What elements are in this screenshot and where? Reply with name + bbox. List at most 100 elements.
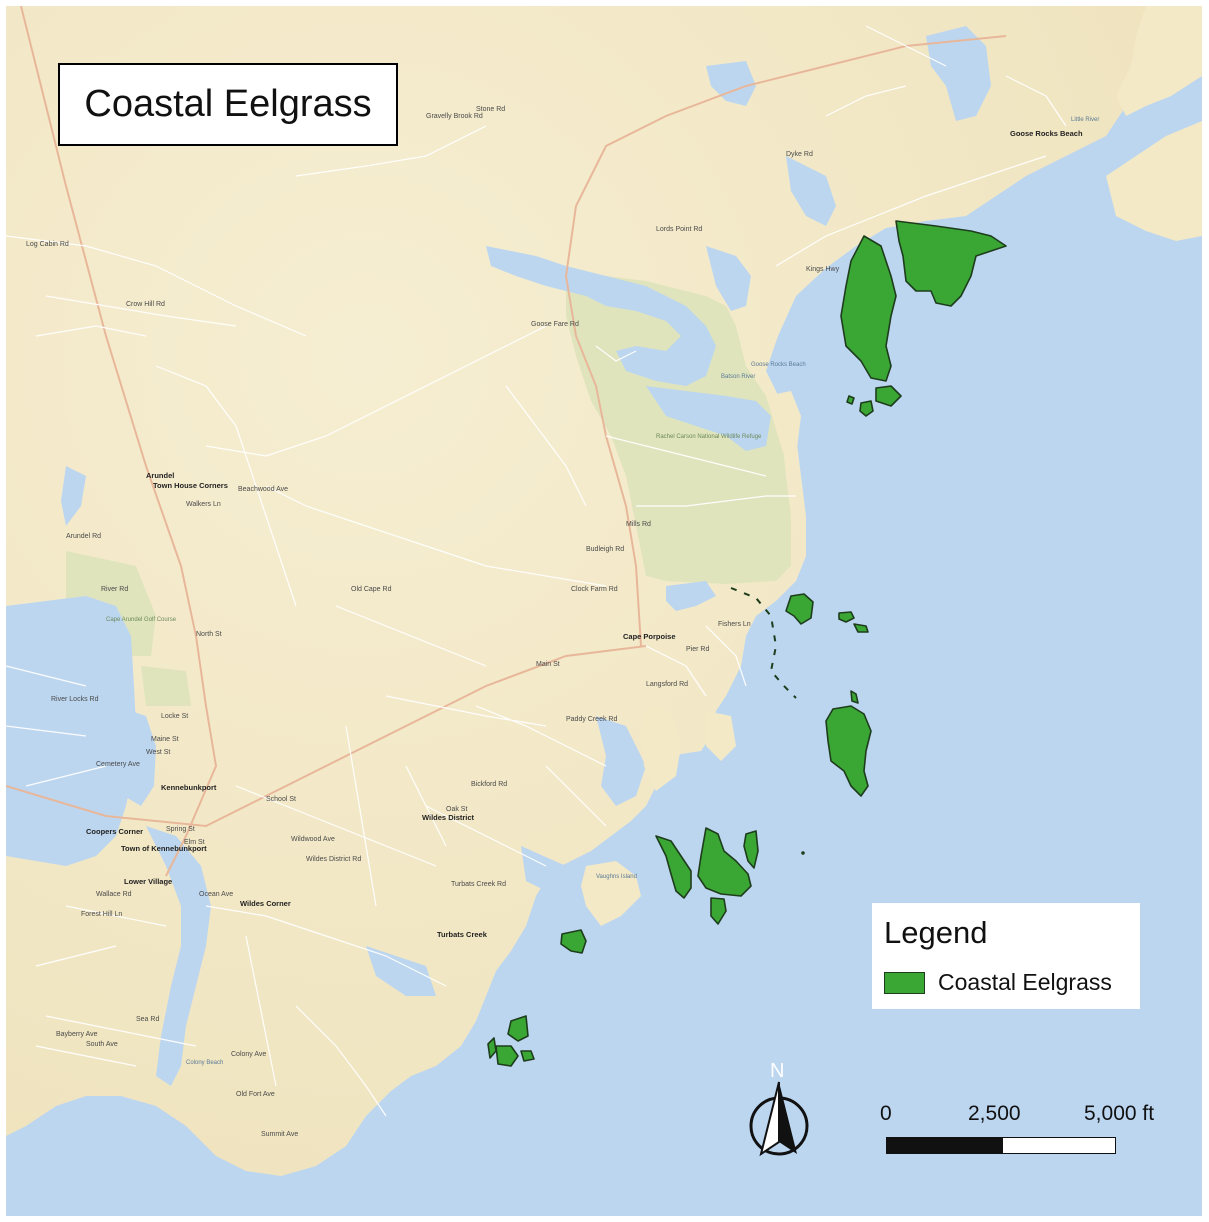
label-goose-rocks-beach: Goose Rocks Beach (1010, 129, 1083, 138)
golf-course-2 (141, 666, 191, 706)
label-cape-porpoise: Cape Porpoise (623, 632, 676, 641)
road-label: Wildwood Ave (291, 836, 335, 843)
waterways (6, 26, 991, 1086)
road-label: Colony Ave (231, 1051, 266, 1058)
scale-label-mid: 2,500 (968, 1102, 1021, 1125)
road-label: Pier Rd (686, 646, 709, 653)
road-label: Crow Hill Rd (126, 301, 165, 308)
cape-porpoise-peninsulas (581, 391, 801, 926)
road-label: Kings Hwy (806, 266, 840, 273)
road-label: Budleigh Rd (586, 546, 624, 553)
road-label: Dyke Rd (786, 151, 813, 158)
eelgrass-beds[interactable] (487, 220, 1007, 1067)
eelgrass-bed-cape-porpoise-3 (853, 623, 869, 633)
map-canvas[interactable]: Arundel Town House Corners Kennebunkport… (6, 6, 1202, 1216)
label-little-river: Little River (1071, 117, 1099, 123)
legend-title: Legend (884, 915, 988, 950)
map-title: Coastal Eelgrass (84, 83, 372, 125)
mainland (6, 6, 1202, 1176)
road-label: Summit Ave (261, 1131, 298, 1138)
eelgrass-bed-turbats-2 (495, 1045, 519, 1067)
road-label: Ocean Ave (199, 891, 233, 898)
road-label: Turbats Creek Rd (451, 881, 506, 888)
road-label: Main St (536, 661, 560, 668)
label-turbats-creek: Turbats Creek (437, 930, 488, 939)
road-label: Clock Farm Rd (571, 586, 618, 593)
road-label: Old Cape Rd (351, 586, 392, 593)
label-lower-village: Lower Village (124, 877, 172, 886)
legend: Legend Coastal Eelgrass (872, 903, 1140, 1009)
road-label: Elm St (184, 839, 205, 846)
rachel-carson-refuge (566, 271, 791, 584)
label-vaughns-island: Vaughns Island (596, 874, 637, 880)
eelgrass-bed-small-2 (859, 400, 874, 417)
eelgrass-bed-paddy-creek-1 (655, 835, 692, 899)
road-label: River Rd (101, 586, 128, 593)
label-coopers-corner: Coopers Corner (86, 827, 143, 836)
road-label: Arundel Rd (66, 533, 101, 540)
label-wildes-corner: Wildes Corner (240, 899, 291, 908)
label-batson-river: Batson River (721, 374, 755, 380)
ne-island (1106, 121, 1202, 241)
eelgrass-bed-cape-porpoise-5 (850, 690, 859, 704)
highways (6, 6, 1007, 877)
road-label: North St (196, 631, 222, 638)
road-label: Bayberry Ave (56, 1031, 98, 1038)
scale-bar-white (1002, 1137, 1116, 1154)
local-roads (6, 25, 1067, 1117)
road-label: Locke St (161, 713, 188, 720)
scale-label-0: 0 (880, 1102, 892, 1125)
road-label: Log Cabin Rd (26, 241, 69, 248)
eelgrass-bed-cape-porpoise-1 (785, 593, 814, 625)
eelgrass-bed-cape-porpoise-4 (825, 705, 872, 797)
road-label: Wallace Rd (96, 891, 132, 898)
label-goose-rocks: Goose Rocks Beach (751, 362, 806, 368)
label-colony-beach: Colony Beach (186, 1060, 223, 1066)
eelgrass-bed-turbats-4 (487, 1037, 497, 1059)
road-label: Forest Hill Ln (81, 911, 122, 918)
map-title-box: Coastal Eelgrass (58, 63, 398, 146)
scale-bar: 0 2,500 5,000 ft (876, 1102, 1176, 1162)
eelgrass-bed-small-1 (875, 385, 902, 407)
road-label: West St (146, 749, 170, 756)
road-label: South Ave (86, 1041, 118, 1048)
road-label: Mills Rd (626, 521, 651, 528)
eelgrass-bed-vaughns-point (560, 929, 587, 954)
eelgrass-bed-paddy-creek-2 (697, 827, 752, 897)
road-label: Lords Point Rd (656, 226, 702, 233)
label-kennebunkport: Kennebunkport (161, 783, 217, 792)
place-labels: Arundel Town House Corners Kennebunkport… (86, 117, 1099, 1066)
road-label: Paddy Creek Rd (566, 716, 617, 723)
eelgrass-bed-small-3 (846, 395, 855, 405)
eelgrass-bed-paddy-creek-3 (743, 830, 759, 869)
eelgrass-bed-goose-rocks-east (895, 220, 1007, 307)
road-label: Walkers Ln (186, 501, 221, 508)
road-label: Cemetery Ave (96, 761, 140, 768)
north-label: N (770, 1060, 785, 1082)
eelgrass-bed-cape-porpoise-2 (838, 611, 855, 623)
road-label: Beachwood Ave (238, 486, 288, 493)
road-label: Oak St (446, 806, 467, 813)
scale-bar-black (886, 1137, 1002, 1154)
road-label: Gravelly Brook Rd (426, 113, 483, 120)
road-label: Bickford Rd (471, 781, 507, 788)
road-label: Stone Rd (476, 106, 505, 113)
label-wildes-district: Wildes District (422, 813, 475, 822)
eelgrass-dot (801, 851, 805, 855)
dashed-line (730, 587, 797, 699)
road-label: Sea Rd (136, 1016, 159, 1023)
road-label: Maine St (151, 736, 179, 743)
eelgrass-bed-paddy-creek-4 (710, 897, 727, 925)
road-label: Spring St (166, 826, 195, 833)
road-label: Langsford Rd (646, 681, 688, 688)
road-label: River Locks Rd (51, 696, 99, 703)
eelgrass-bed-turbats-3 (520, 1050, 535, 1062)
northeast-shore (1116, 6, 1202, 116)
road-label: Wildes District Rd (306, 856, 361, 863)
road-label: Old Fort Ave (236, 1091, 275, 1098)
label-town-house-corners: Town House Corners (153, 481, 228, 490)
label-cape-arundel-golf: Cape Arundel Golf Course (106, 617, 177, 623)
road-label: Goose Fare Rd (531, 321, 579, 328)
map-frame: Arundel Town House Corners Kennebunkport… (6, 6, 1202, 1216)
road-label: School St (266, 796, 296, 803)
